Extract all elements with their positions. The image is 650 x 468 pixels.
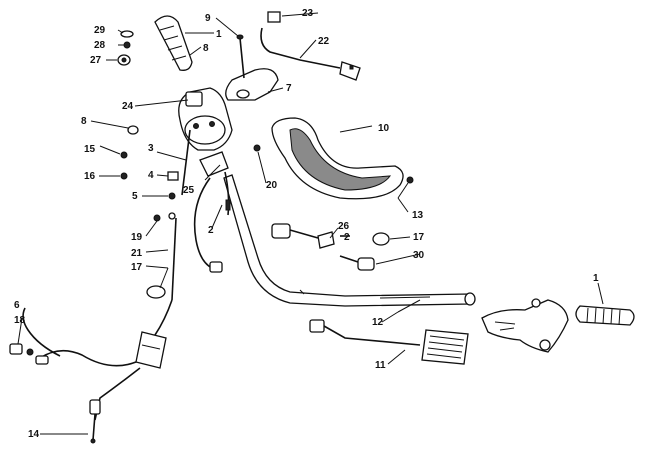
callout-8: 8 (203, 43, 209, 54)
part-28 (123, 41, 131, 49)
connector-part-23 (267, 11, 281, 23)
screw-part-9 (236, 34, 245, 79)
bracket-part-7 (225, 68, 279, 101)
part-5 (168, 192, 176, 200)
callout-22: 22 (318, 36, 330, 47)
harness-part-22 (260, 27, 361, 81)
part-8 (127, 125, 139, 135)
callout-10: 10 (378, 123, 390, 134)
callout-17: 17 (413, 232, 425, 243)
callout-19: 19 (131, 232, 143, 243)
bracket-part-25 (193, 151, 231, 273)
small-hardware (117, 30, 414, 299)
callout-29: 29 (94, 25, 106, 36)
switch-housing-part-24 (178, 87, 233, 151)
callout-5: 5 (132, 191, 138, 202)
callout-2: 2 (208, 225, 214, 236)
throttle-housing (481, 298, 569, 353)
callout-18: 18 (14, 315, 26, 326)
callout-20: 20 (266, 180, 278, 191)
throttle-cable-part-21 (153, 212, 177, 336)
hand-guard-part-10 (271, 117, 404, 200)
callout-11: 11 (375, 360, 386, 371)
callout-13: 13 (412, 210, 424, 221)
callout-23: 23 (302, 8, 314, 19)
callout-8b: 8 (81, 116, 87, 127)
callout-2b: 2 (344, 232, 350, 243)
callout-16: 16 (84, 171, 96, 182)
callout-7: 7 (286, 83, 292, 94)
switch-part-26 (271, 223, 350, 249)
callout-4: 4 (148, 170, 154, 181)
ring-part-17 (372, 232, 390, 246)
callout-1: 1 (216, 29, 222, 40)
callout-25: 25 (183, 185, 195, 196)
part-16 (120, 172, 128, 180)
callout-17b: 17 (131, 262, 143, 273)
right-grip-part-1 (575, 305, 635, 326)
callout-12: 12 (372, 317, 384, 328)
callout-26: 26 (338, 221, 350, 232)
heater-element-part-11 (309, 319, 469, 365)
callouts: 29 28 27 1 8 9 23 22 7 24 8 15 16 3 4 5 … (14, 8, 599, 440)
callout-6: 6 (14, 300, 20, 311)
fittings-part-6-18 (9, 343, 49, 365)
part-15 (120, 151, 128, 159)
ring-part-17b (146, 285, 166, 299)
part-13 (406, 176, 414, 184)
callout-1b: 1 (593, 273, 599, 284)
leader-lines (17, 12, 604, 435)
connector-part-30 (339, 255, 375, 271)
callout-28: 28 (94, 40, 106, 51)
handlebar-part-12 (223, 174, 476, 307)
callout-27: 27 (90, 55, 102, 66)
part-19 (153, 214, 161, 222)
cable-end-part-14 (89, 399, 101, 444)
left-grip-part-1 (154, 15, 193, 71)
callout-14: 14 (28, 429, 40, 440)
cable-junction-box (22, 307, 167, 421)
part-29 (120, 30, 134, 38)
callout-9: 9 (205, 13, 211, 24)
callout-21: 21 (131, 248, 143, 259)
callout-24: 24 (122, 101, 134, 112)
part-20 (253, 144, 261, 152)
callout-30: 30 (413, 250, 425, 261)
callout-15: 15 (84, 144, 96, 155)
part-4 (167, 171, 179, 181)
part-3 (181, 129, 191, 196)
callout-3: 3 (148, 143, 154, 154)
